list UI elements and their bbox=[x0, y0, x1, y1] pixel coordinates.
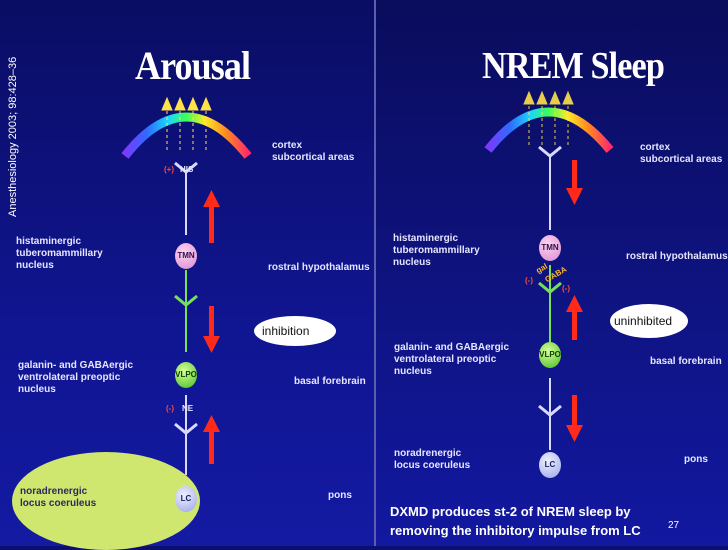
arrow-up-1 bbox=[566, 295, 583, 340]
vlpo-node: VLPO bbox=[175, 362, 197, 388]
conclusion-text: DXMD produces st-2 of NREM sleep by remo… bbox=[390, 502, 690, 540]
arousal-diagram bbox=[121, 96, 252, 475]
locus-coeruleus-highlight bbox=[12, 452, 200, 550]
tmn-node: TMN bbox=[175, 243, 197, 269]
basal-forebrain-label: basal forebrain bbox=[294, 376, 366, 387]
cortex-label: cortex bbox=[272, 140, 303, 151]
nrem-diagram bbox=[376, 0, 728, 546]
nucleus-label-2-right: nucleus bbox=[394, 366, 432, 377]
histaminergic-label-right: histaminergic bbox=[393, 233, 459, 244]
lc-node-right: LC bbox=[539, 452, 561, 478]
arrow-up-2 bbox=[203, 415, 220, 464]
histaminergic-label: histaminergic bbox=[16, 236, 82, 247]
arousal-title: Arousal bbox=[135, 43, 251, 88]
vlpo-node-right: VLPO bbox=[539, 342, 561, 368]
panel-divider bbox=[374, 0, 376, 546]
nrem-sleep-title: NREM Sleep bbox=[482, 45, 665, 87]
minus-left: (-) bbox=[525, 276, 533, 285]
page-number: 27 bbox=[668, 520, 680, 531]
pons-label: pons bbox=[328, 490, 352, 501]
conclusion-line-1: DXMD produces st-2 of NREM sleep by bbox=[390, 504, 631, 519]
nucleus-label-1-right: nucleus bbox=[393, 257, 431, 268]
nucleus-label-2: nucleus bbox=[18, 384, 56, 395]
cortex-arc bbox=[484, 107, 614, 153]
galanin-label-right: galanin- and GABAergic bbox=[394, 342, 510, 353]
arrow-down-1 bbox=[566, 160, 583, 205]
inhibition-label: inhibition bbox=[262, 324, 310, 338]
cortex-label-right: cortex bbox=[640, 142, 671, 153]
nucleus-label-1: nucleus bbox=[16, 260, 54, 271]
conclusion-line-2: removing the inhibitory impulse from LC bbox=[390, 523, 641, 538]
lc-node: LC bbox=[175, 486, 197, 512]
ne-label: NE bbox=[182, 404, 194, 413]
noradrenergic-label: noradrenergic bbox=[20, 486, 88, 497]
cortex-arc bbox=[121, 112, 252, 159]
locus-coeruleus-label-right: locus coeruleus bbox=[394, 460, 471, 471]
rostral-hypothalamus-label: rostral hypothalamus bbox=[268, 262, 370, 273]
tuberomammillary-label: tuberomammillary bbox=[16, 248, 103, 259]
ventrolateral-label-right: ventrolateral preoptic bbox=[394, 354, 497, 365]
uninhibited-label: uninhibited bbox=[614, 314, 673, 328]
minus-sign: (-) bbox=[166, 404, 174, 413]
uninhibited-oval bbox=[610, 304, 688, 338]
noradrenergic-label-right: noradrenergic bbox=[394, 448, 462, 459]
arrow-down-2 bbox=[566, 395, 583, 442]
his-label: HIS bbox=[180, 165, 194, 174]
inhibition-oval bbox=[254, 316, 336, 346]
minus-right: (-) bbox=[562, 284, 570, 293]
galanin-label: galanin- and GABAergic bbox=[18, 360, 134, 371]
basal-forebrain-label-right: basal forebrain bbox=[650, 356, 722, 367]
subcortical-label-right: subcortical areas bbox=[640, 154, 723, 165]
plus-sign: (+) bbox=[164, 165, 174, 174]
locus-coeruleus-label: locus coeruleus bbox=[20, 498, 97, 509]
arrow-up-1 bbox=[203, 190, 220, 243]
ventrolateral-label: ventrolateral preoptic bbox=[18, 372, 121, 383]
tuberomammillary-label-right: tuberomammillary bbox=[393, 245, 480, 256]
pons-label-right: pons bbox=[684, 454, 708, 465]
tmn-node-right: TMN bbox=[539, 235, 561, 261]
subcortical-label: subcortical areas bbox=[272, 152, 355, 163]
arrow-down-1 bbox=[203, 306, 220, 353]
rostral-hypothalamus-label-right: rostral hypothalamus bbox=[626, 251, 728, 262]
